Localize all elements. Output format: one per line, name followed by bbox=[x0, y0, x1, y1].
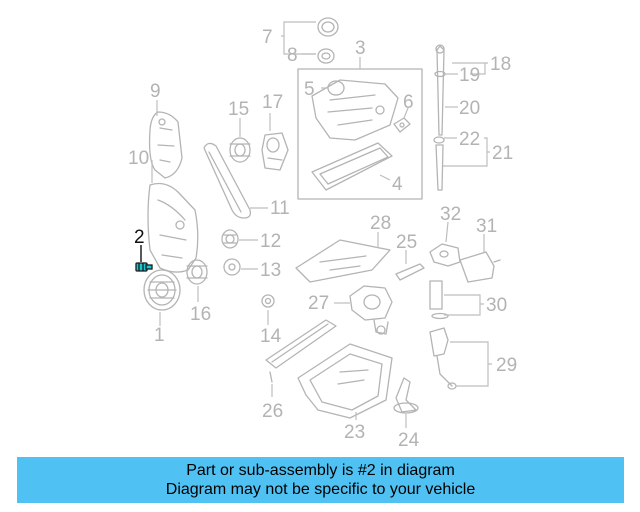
crankshaft-pulley-bolt bbox=[135, 262, 153, 272]
callout-11: 11 bbox=[270, 198, 290, 219]
callout-16: 16 bbox=[190, 304, 211, 325]
callout-25: 25 bbox=[396, 232, 417, 253]
callout-15: 15 bbox=[228, 99, 249, 120]
oil-pan bbox=[297, 343, 393, 419]
info-banner: Part or sub-assembly is #2 in diagram Di… bbox=[17, 457, 624, 503]
valve-cover bbox=[311, 79, 399, 141]
callout-17: 17 bbox=[262, 92, 283, 113]
seal-strip bbox=[395, 263, 425, 281]
crankshaft-sprocket bbox=[186, 259, 208, 285]
oil-cap-seal bbox=[317, 48, 335, 64]
callout-27: 27 bbox=[308, 293, 329, 314]
lower-timing-cover bbox=[147, 182, 199, 273]
camshaft-sprocket bbox=[229, 137, 251, 163]
parts-diagram: 9 10 2 1 16 15 bbox=[128, 17, 517, 451]
oil-filter-seal bbox=[431, 312, 449, 320]
oil-cooler bbox=[459, 251, 501, 283]
callout-10: 10 bbox=[128, 148, 149, 169]
callout-4: 4 bbox=[392, 174, 403, 195]
callout-22: 22 bbox=[459, 129, 480, 150]
callout-1: 1 bbox=[154, 325, 165, 346]
timing-belt bbox=[203, 142, 252, 219]
callout-13: 13 bbox=[260, 260, 281, 281]
dipstick bbox=[435, 44, 445, 136]
oil-baffle bbox=[295, 239, 391, 283]
callout-6: 6 bbox=[403, 92, 414, 113]
callout-7: 7 bbox=[262, 27, 273, 48]
callout-8: 8 bbox=[287, 45, 298, 66]
pcv-valve bbox=[393, 117, 411, 133]
idler-pulley bbox=[221, 229, 239, 249]
callout-3: 3 bbox=[355, 38, 366, 59]
oil-cap-on-cover bbox=[327, 80, 345, 96]
callout-2: 2 bbox=[134, 227, 145, 248]
callout-28: 28 bbox=[370, 213, 391, 234]
callout-18: 18 bbox=[490, 54, 511, 75]
callout-19: 19 bbox=[459, 65, 480, 86]
callout-9: 9 bbox=[150, 81, 161, 102]
oil-pump bbox=[349, 285, 393, 335]
oil-pressure-sensor bbox=[429, 327, 457, 390]
callout-26: 26 bbox=[262, 401, 283, 422]
bushing bbox=[261, 294, 275, 308]
oil-pan-gasket bbox=[265, 319, 337, 383]
callout-29: 29 bbox=[496, 355, 517, 376]
oil-filter-bracket bbox=[429, 243, 461, 267]
oil-filter-element bbox=[429, 280, 443, 310]
idler-roller bbox=[223, 258, 241, 276]
callout-32: 32 bbox=[440, 204, 461, 225]
crankshaft-pulley bbox=[143, 269, 181, 311]
valve-cover-gasket bbox=[311, 142, 393, 191]
oil-filler-cap bbox=[317, 17, 339, 37]
callout-21: 21 bbox=[492, 143, 513, 164]
callout-30: 30 bbox=[486, 295, 507, 316]
callout-5: 5 bbox=[304, 79, 315, 100]
callout-23: 23 bbox=[344, 422, 365, 443]
callout-20: 20 bbox=[459, 98, 480, 119]
upper-timing-cover bbox=[148, 111, 183, 179]
banner-line-1: Part or sub-assembly is #2 in diagram bbox=[186, 462, 455, 479]
banner-line-2: Diagram may not be specific to your vehi… bbox=[165, 481, 476, 498]
callout-24: 24 bbox=[398, 430, 420, 451]
callout-12: 12 bbox=[260, 231, 281, 252]
dipstick-tube bbox=[433, 136, 445, 191]
callout-14: 14 bbox=[260, 326, 282, 347]
oil-pickup bbox=[393, 377, 419, 414]
callout-31: 31 bbox=[476, 216, 497, 237]
belt-tensioner bbox=[261, 132, 289, 171]
